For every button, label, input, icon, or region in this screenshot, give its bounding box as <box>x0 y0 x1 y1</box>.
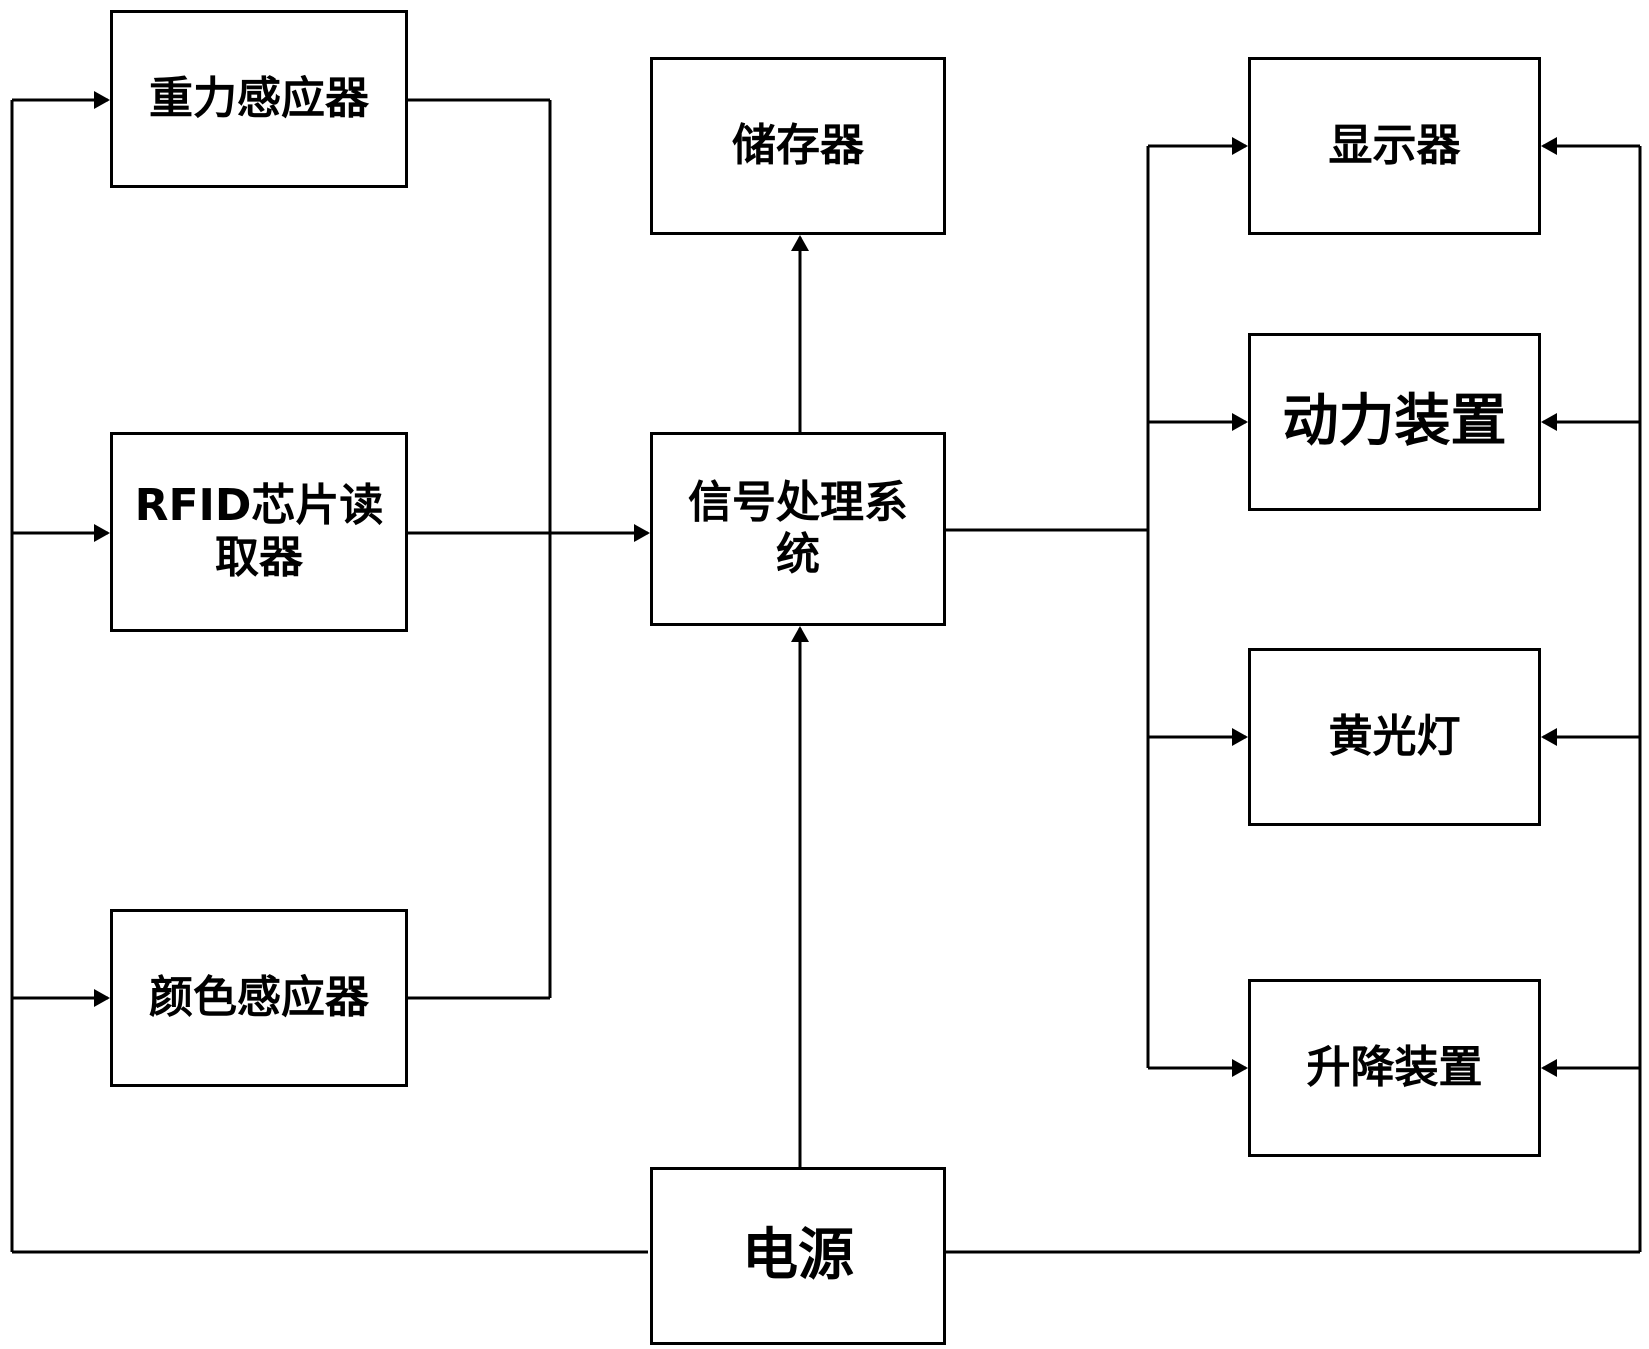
node-power-supply: 电源 <box>650 1167 946 1345</box>
arrowhead-signal-to-display <box>1232 137 1248 155</box>
node-power-device: 动力装置 <box>1248 333 1541 511</box>
arrowhead-power-to-power-device <box>1541 413 1557 431</box>
node-rfid-reader: RFID芯片读取器 <box>110 432 408 632</box>
arrowhead-power-to-yellow-light <box>1541 728 1557 746</box>
node-lifting-device-label: 升降装置 <box>1306 1042 1483 1093</box>
node-storage: 储存器 <box>650 57 946 235</box>
node-color-sensor: 颜色感应器 <box>110 909 408 1087</box>
node-display-label: 显示器 <box>1328 120 1461 171</box>
node-signal-processing-label: 信号处理系统 <box>688 477 908 580</box>
arrowhead-power-to-rfid-reader <box>94 524 110 542</box>
arrowhead-power-to-gravity-sensor <box>94 91 110 109</box>
arrowhead-signal-to-power-device <box>1232 413 1248 431</box>
arrowhead-power-to-display <box>1541 137 1557 155</box>
node-storage-label: 储存器 <box>732 120 864 171</box>
node-gravity-sensor: 重力感应器 <box>110 10 408 188</box>
node-power-supply-label: 电源 <box>742 1223 854 1288</box>
node-display: 显示器 <box>1248 57 1541 235</box>
node-gravity-sensor-label: 重力感应器 <box>149 73 369 124</box>
node-lifting-device: 升降装置 <box>1248 979 1541 1157</box>
node-signal-processing: 信号处理系统 <box>650 432 946 626</box>
arrowhead-power-to-signal-processing <box>791 626 809 642</box>
node-color-sensor-label: 颜色感应器 <box>149 972 369 1023</box>
arrowhead-power-to-color-sensor <box>94 989 110 1007</box>
arrowhead-signal-to-lifting-device <box>1232 1059 1248 1077</box>
node-power-device-label: 动力装置 <box>1282 389 1507 454</box>
node-yellow-light: 黄光灯 <box>1248 648 1541 826</box>
arrowhead-signal-to-yellow-light <box>1232 728 1248 746</box>
node-yellow-light-label: 黄光灯 <box>1328 711 1461 762</box>
arrowhead-signal-processing-to-storage <box>791 235 809 251</box>
node-rfid-reader-label: RFID芯片读取器 <box>134 480 384 583</box>
arrowhead-power-to-lifting-device <box>1541 1059 1557 1077</box>
arrowhead-sensors-to-signal-processing <box>634 524 650 542</box>
